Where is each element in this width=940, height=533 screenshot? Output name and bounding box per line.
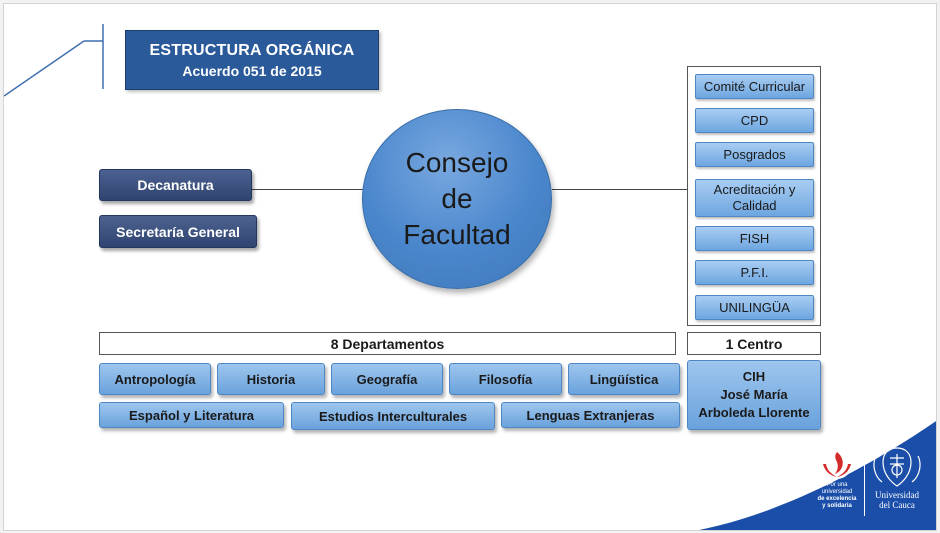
center-line1: Consejo (405, 147, 509, 178)
motto-line4: y solidaria (822, 503, 852, 509)
cih-line2: José María (720, 387, 788, 402)
title-line1: ESTRUCTURA ORGÁNICA (149, 41, 355, 59)
logo-divider (864, 448, 865, 516)
university-line1: Universidad (875, 490, 919, 500)
committee-unilingua[interactable]: UNILINGÜA (695, 295, 814, 320)
motto-line1: Por una (826, 482, 848, 488)
dept-espanol-literatura[interactable]: Español y Literatura (99, 402, 284, 428)
dept-linguistica[interactable]: Lingüística (568, 363, 680, 395)
centro-header: 1 Centro (687, 332, 821, 355)
dept-historia[interactable]: Historia (217, 363, 325, 395)
dept-antropologia[interactable]: Antropología (99, 363, 211, 395)
dept-geografia[interactable]: Geografía (331, 363, 443, 395)
connector-right (552, 189, 688, 190)
committee-fish[interactable]: FISH (695, 226, 814, 251)
connector-left (252, 189, 364, 190)
consejo-de-facultad[interactable]: Consejo de Facultad (362, 109, 552, 289)
committee-acreditacion[interactable]: Acreditación y Calidad (695, 179, 814, 217)
committee-posgrados[interactable]: Posgrados (695, 142, 814, 167)
university-logo: Universidad del Cauca (866, 444, 928, 520)
corner-wave (698, 421, 936, 530)
unit-decanatura[interactable]: Decanatura (99, 169, 252, 201)
dept-estudios-interculturales[interactable]: Estudios Interculturales (291, 402, 495, 430)
center-line2: de (441, 183, 473, 214)
dept-filosofia[interactable]: Filosofía (449, 363, 562, 395)
cih-line3: Arboleda Llorente (698, 405, 810, 420)
flame-hands-icon (822, 449, 852, 479)
motto-logo: Por una universidad de excelencia y soli… (809, 446, 865, 518)
cih-line1: CIH (742, 369, 766, 384)
title-line2: Acuerdo 051 de 2015 (182, 62, 322, 79)
center-line3: Facultad (403, 219, 511, 250)
slide: ESTRUCTURA ORGÁNICA Acuerdo 051 de 2015 … (3, 3, 937, 531)
university-line2: del Cauca (879, 500, 915, 510)
committee-cpd[interactable]: CPD (695, 108, 814, 133)
motto-line2: universidad (821, 489, 853, 495)
dept-lenguas-extranjeras[interactable]: Lenguas Extranjeras (501, 402, 680, 428)
university-seal-icon (873, 447, 921, 487)
unit-secretaria-general[interactable]: Secretaría General (99, 215, 257, 248)
departments-header: 8 Departamentos (99, 332, 676, 355)
centro-cih[interactable]: CIH José María Arboleda Llorente (687, 360, 821, 430)
committee-pfi[interactable]: P.F.I. (695, 260, 814, 285)
committee-curricular[interactable]: Comité Curricular (695, 74, 814, 99)
motto-line3: de excelencia (817, 496, 857, 502)
corner-decoration (4, 24, 104, 97)
title-box: ESTRUCTURA ORGÁNICA Acuerdo 051 de 2015 (125, 30, 379, 90)
